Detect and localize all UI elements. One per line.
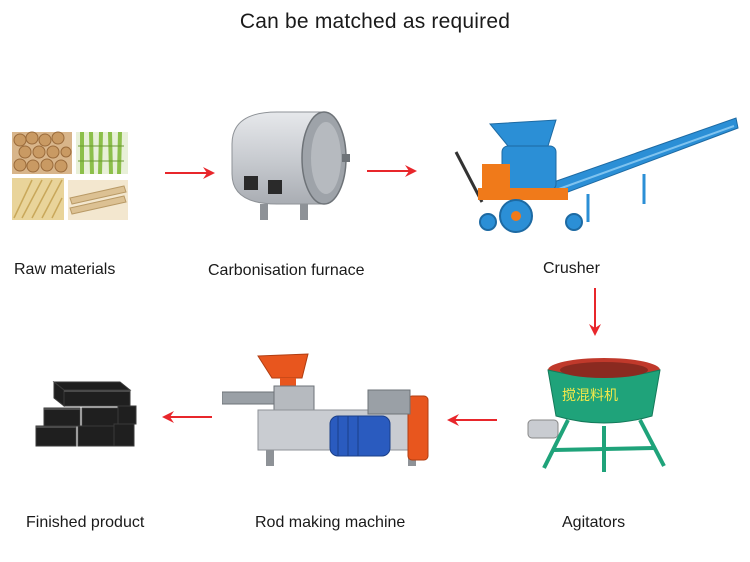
crusher-image — [448, 112, 740, 244]
step-label-carbonisation-furnace: Carbonisation furnace — [208, 262, 365, 279]
furnace-image — [222, 104, 352, 230]
arrow-down-icon — [589, 288, 601, 336]
agitator-image: 搅混料机 — [524, 354, 674, 474]
arrow-left-icon — [447, 414, 497, 426]
step-label-finished-product: Finished product — [26, 514, 145, 531]
step-label-agitators: Agitators — [562, 514, 626, 531]
raw-materials-image — [12, 128, 128, 222]
diagram-title: Can be matched as required — [239, 10, 511, 33]
step-label-raw-materials: Raw materials — [14, 261, 116, 278]
drum-lettering: 搅混料机 — [562, 388, 618, 404]
step-label-rod-making-machine: Rod making machine — [255, 514, 406, 531]
rod-machine-image — [221, 352, 432, 470]
arrow-left-icon — [162, 411, 212, 423]
charcoal-briquettes-image — [34, 380, 144, 450]
arrow-right-icon — [165, 167, 215, 179]
arrow-right-icon — [367, 165, 417, 177]
step-label-crusher: Crusher — [543, 260, 600, 277]
